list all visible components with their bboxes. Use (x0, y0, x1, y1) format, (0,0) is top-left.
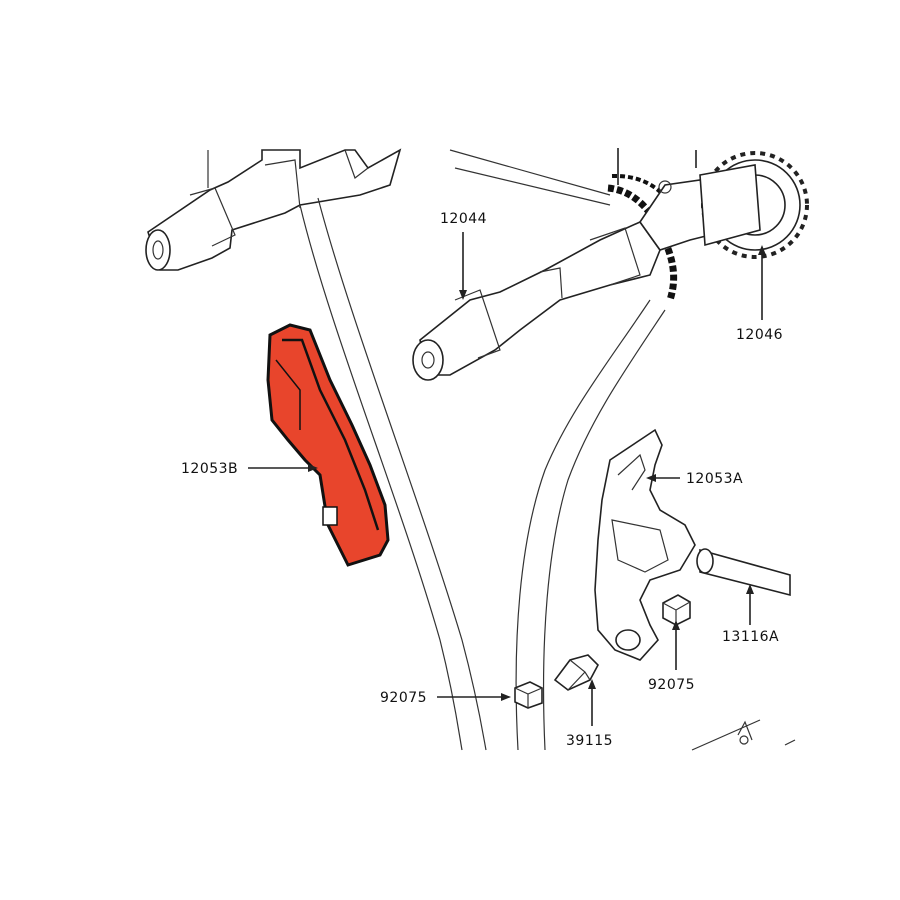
rear-chain-guide (594, 428, 696, 661)
label-12046: 12046 (736, 327, 783, 343)
background-bracket (691, 719, 796, 751)
label-39115: 39115 (566, 733, 613, 749)
chain-links (607, 173, 686, 302)
cam-sprocket (699, 151, 809, 259)
label-12044: 12044 (440, 211, 487, 227)
collar-right (662, 594, 691, 626)
front-chain-guide-body (266, 323, 390, 567)
label-12053a: 12053A (686, 471, 743, 487)
label-13116a: 13116A (722, 629, 779, 645)
rubber-damper (553, 654, 599, 691)
guide-pin (696, 548, 791, 597)
exhaust-camshaft (412, 179, 721, 381)
collar-left (514, 681, 543, 709)
label-92075-right: 92075 (648, 677, 695, 693)
leader-lines (248, 148, 766, 726)
front-chain-guide (266, 323, 390, 567)
timing-chain-path (299, 149, 666, 751)
intake-camshaft (145, 148, 402, 271)
label-12053b: 12053B (181, 461, 238, 477)
label-92075-left: 92075 (380, 690, 427, 706)
